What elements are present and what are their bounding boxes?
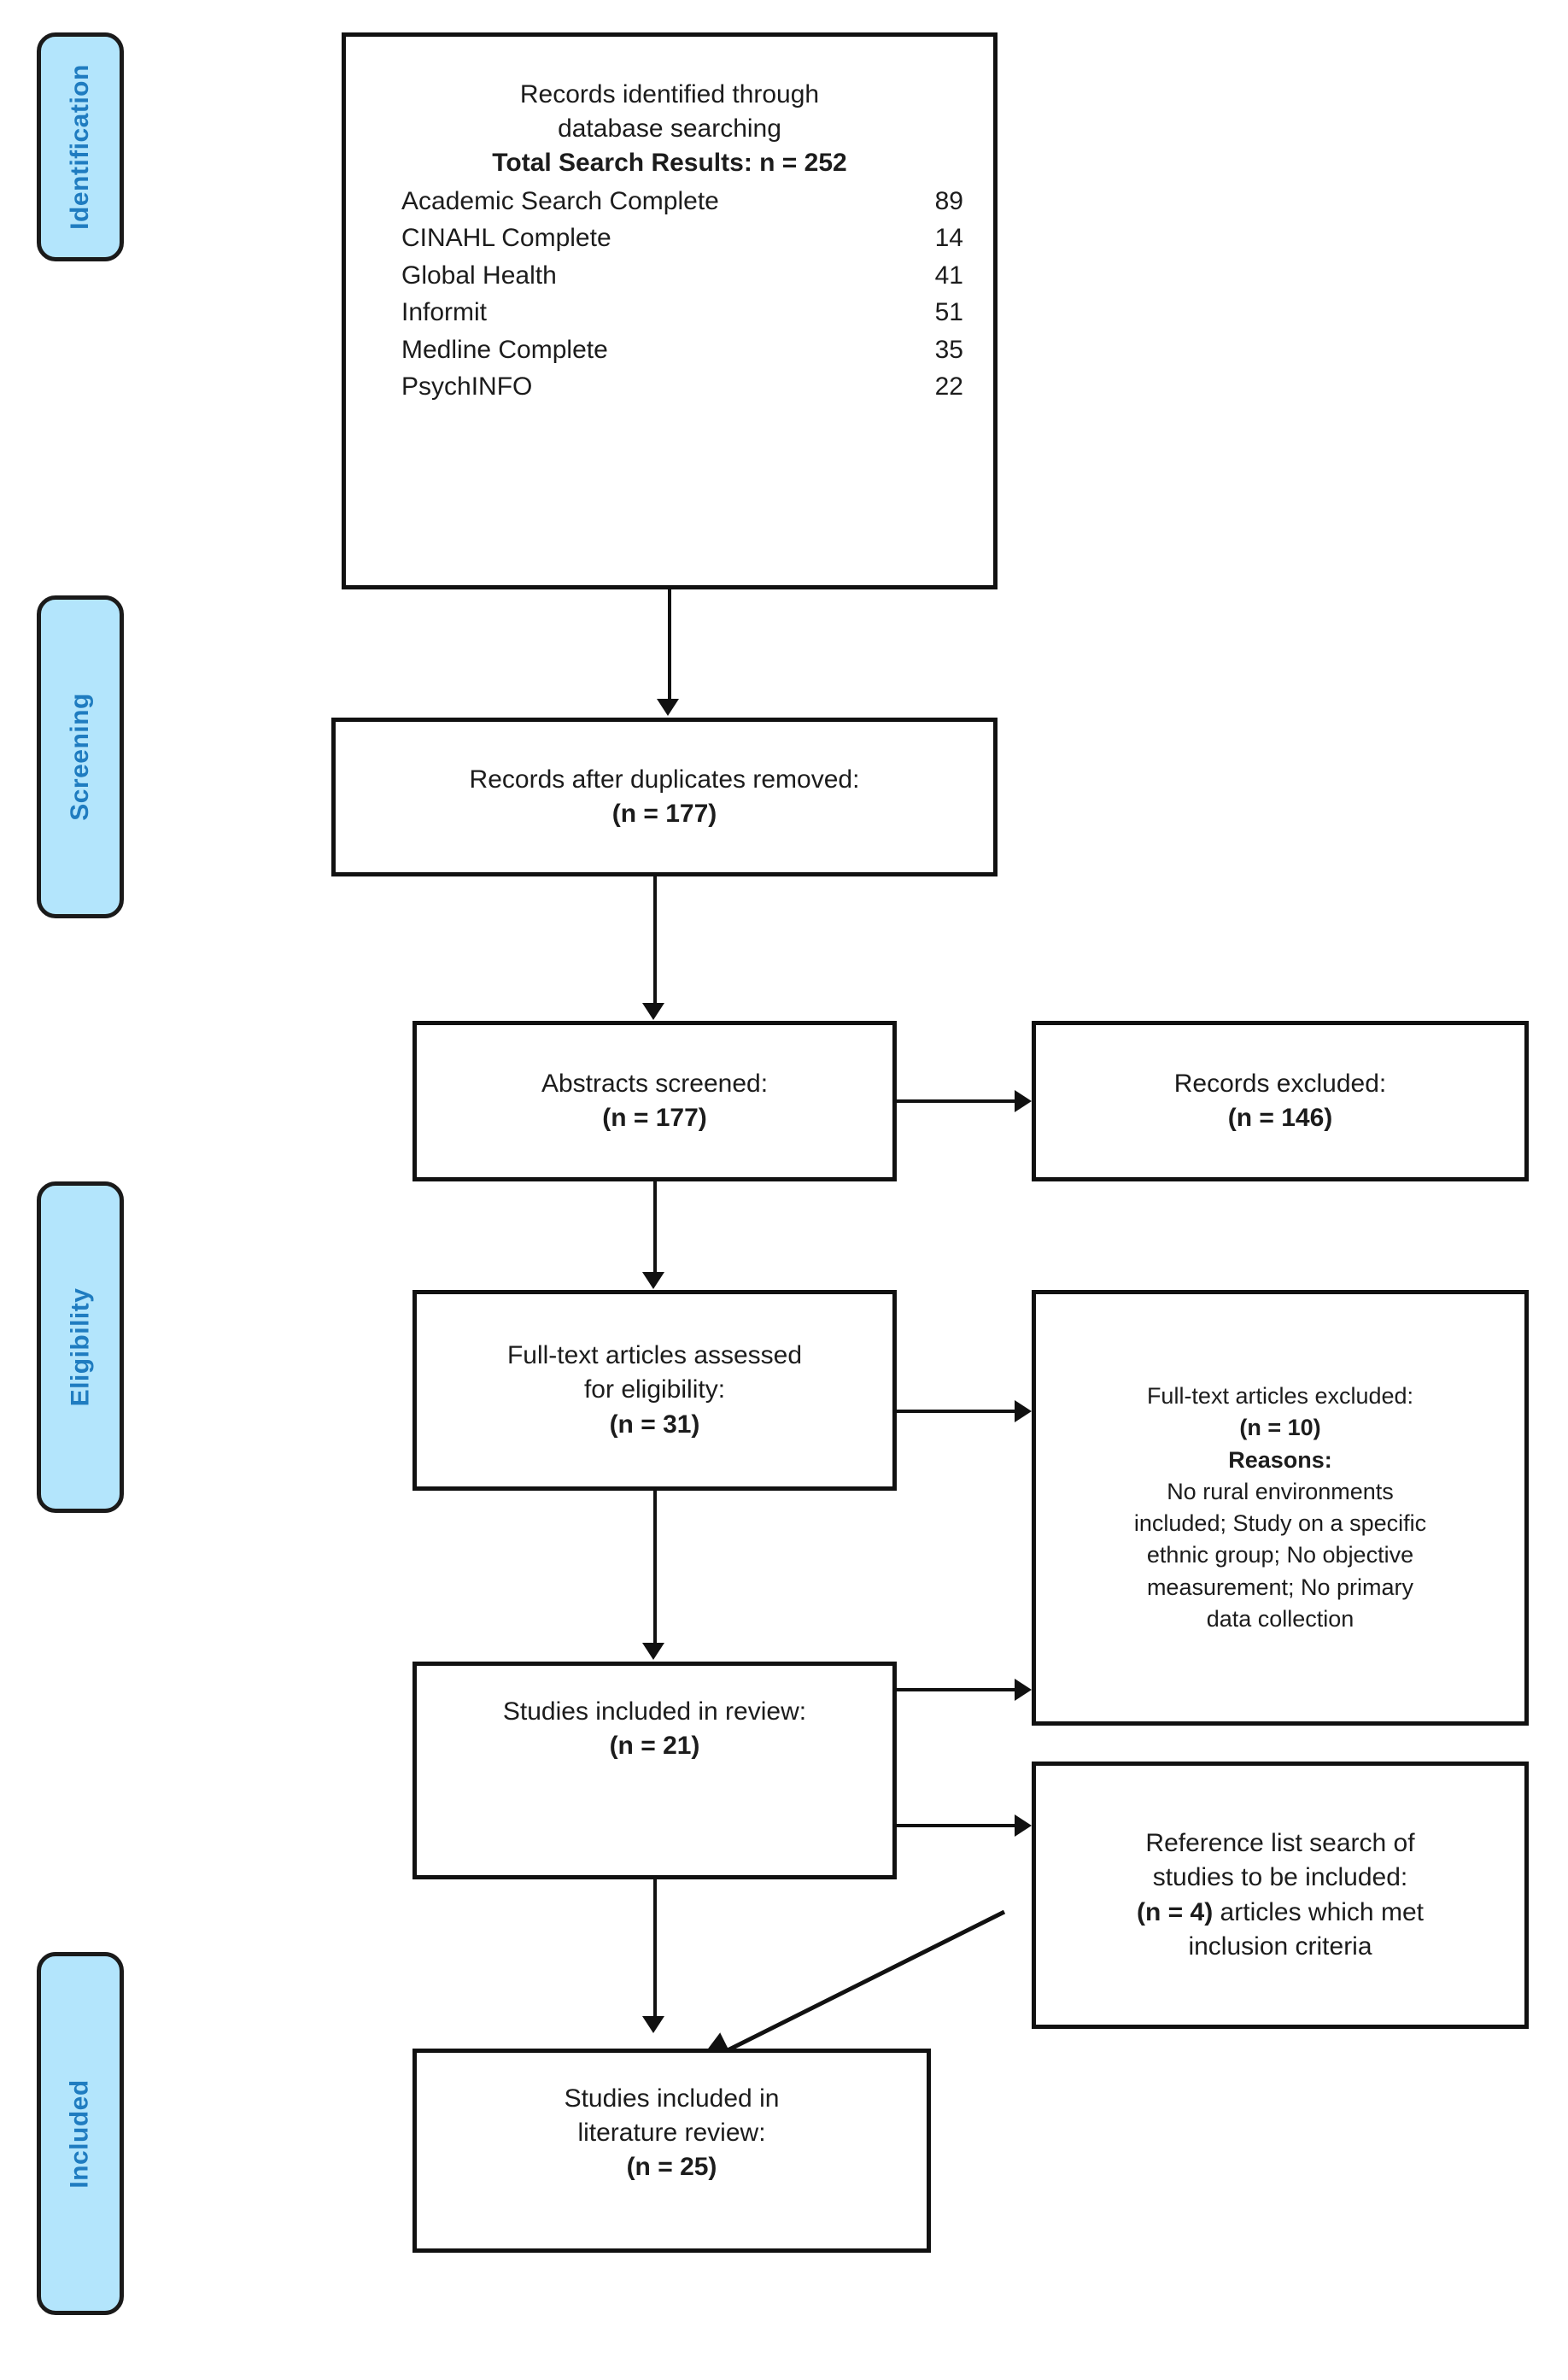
total-search-results: Total Search Results: n = 252 <box>492 149 847 178</box>
box-final-included: Studies included in literature review: (… <box>412 2049 931 2253</box>
duplicates-removed-count: (n = 177) <box>611 800 717 828</box>
box-fulltext-excluded: Full-text articles excluded: (n = 10) Re… <box>1032 1290 1529 1726</box>
records-identified-title-line-1: Records identified through <box>519 80 820 108</box>
records-excluded-line-1: Records excluded: <box>1173 1069 1387 1098</box>
arrow-studies-review-to-reference-search <box>1015 1814 1032 1837</box>
stage-tab-eligibility-label: Eligibility <box>66 1287 95 1407</box>
database-row: Global Health 41 <box>371 257 968 295</box>
box-reference-list-search: Reference list search of studies to be i… <box>1032 1762 1529 2029</box>
database-name: Academic Search Complete <box>401 186 719 215</box>
arrow-duplicates-to-abstracts <box>642 1003 664 1020</box>
database-name: PsychINFO <box>401 372 533 402</box>
connector-identification-to-duplicates <box>668 589 671 701</box>
fulltext-excluded-reason-line-3: ethnic group; No objective <box>1146 1542 1414 1568</box>
database-row: Medline Complete 35 <box>371 331 968 369</box>
box-studies-included-review: Studies included in review: (n = 21) <box>412 1662 897 1879</box>
connector-abstracts-to-excluded <box>897 1099 1016 1103</box>
database-name: Global Health <box>401 261 557 290</box>
database-name: CINAHL Complete <box>401 224 611 253</box>
abstracts-screened-count: (n = 177) <box>602 1104 707 1132</box>
database-row: PsychINFO 22 <box>371 368 968 406</box>
database-count: 22 <box>934 372 963 402</box>
connector-studies-review-to-final <box>653 1879 657 2018</box>
connector-studies-review-to-reference-search <box>897 1824 1016 1827</box>
arrow-fulltext-to-studies-review <box>642 1643 664 1660</box>
stage-tab-identification: Identification <box>37 32 124 261</box>
stage-tab-screening: Screening <box>37 595 124 918</box>
final-included-line-1: Studies included in <box>564 2084 780 2113</box>
connector-duplicates-to-abstracts <box>653 876 657 1005</box>
arrow-identification-to-duplicates <box>657 699 679 716</box>
box-fulltext-assessed: Full-text articles assessed for eligibil… <box>412 1290 897 1491</box>
reference-search-line-4: inclusion criteria <box>1188 1932 1372 1961</box>
reference-search-line-1: Reference list search of <box>1145 1829 1415 1858</box>
database-row: CINAHL Complete 14 <box>371 220 968 257</box>
box-duplicates-removed: Records after duplicates removed: (n = 1… <box>331 718 998 876</box>
studies-review-count: (n = 21) <box>609 1732 700 1761</box>
connector-abstracts-to-fulltext <box>653 1181 657 1274</box>
fulltext-excluded-reason-line-2: included; Study on a specific <box>1133 1510 1427 1536</box>
final-included-count: (n = 25) <box>626 2153 717 2182</box>
fulltext-assessed-line-1: Full-text articles assessed <box>506 1341 803 1370</box>
stage-tab-screening-label: Screening <box>66 693 94 821</box>
duplicates-removed-line-1: Records after duplicates removed: <box>469 765 860 794</box>
records-identified-title-line-2: database searching <box>558 114 781 144</box>
connector-reference-search-to-final <box>694 1909 1006 2067</box>
stage-tab-identification-label: Identification <box>66 64 95 230</box>
box-records-excluded: Records excluded: (n = 146) <box>1032 1021 1529 1181</box>
arrow-abstracts-to-fulltext <box>642 1272 664 1289</box>
arrow-studies-review-to-fulltext-excluded <box>1015 1679 1032 1701</box>
database-row: Academic Search Complete 89 <box>371 183 968 220</box>
reference-search-count: (n = 4) <box>1137 1897 1214 1926</box>
database-count: 35 <box>934 335 963 364</box>
records-excluded-count: (n = 146) <box>1227 1104 1333 1132</box>
database-count: 41 <box>934 261 963 290</box>
arrow-studies-review-to-final <box>642 2016 664 2033</box>
reference-search-line-3-rest: articles which met <box>1213 1897 1424 1926</box>
reference-search-line-3: (n = 4) articles which met <box>1137 1896 1424 1930</box>
fulltext-excluded-count: (n = 10) <box>1239 1415 1321 1441</box>
arrow-abstracts-to-excluded <box>1015 1090 1032 1112</box>
database-name: Medline Complete <box>401 335 608 364</box>
stage-tab-included-label: Included <box>66 2078 94 2189</box>
database-row: Informit 51 <box>371 294 968 331</box>
database-count: 14 <box>934 224 963 253</box>
connector-studies-review-to-fulltext-excluded <box>897 1688 1016 1691</box>
final-included-line-2: literature review: <box>577 2119 766 2148</box>
fulltext-excluded-reason-line-4: measurement; No primary <box>1146 1574 1414 1600</box>
arrow-fulltext-to-excluded <box>1015 1400 1032 1422</box>
fulltext-excluded-reason-line-5: data collection <box>1206 1605 1354 1632</box>
database-count: 89 <box>934 186 963 215</box>
connector-fulltext-to-studies-review <box>653 1491 657 1644</box>
fulltext-excluded-line-1: Full-text articles excluded: <box>1146 1383 1414 1409</box>
fulltext-assessed-count: (n = 31) <box>609 1410 700 1439</box>
fulltext-assessed-line-2: for eligibility: <box>583 1375 726 1404</box>
reference-search-line-2: studies to be included: <box>1152 1863 1408 1892</box>
box-records-identified: Records identified through database sear… <box>342 32 998 589</box>
stage-tab-included: Included <box>37 1952 124 2315</box>
fulltext-excluded-reasons-heading: Reasons: <box>1228 1446 1332 1473</box>
connector-fulltext-to-excluded <box>897 1410 1016 1413</box>
fulltext-excluded-reason-line-1: No rural environments <box>1167 1478 1394 1504</box>
database-count: 51 <box>934 298 963 327</box>
stage-tab-eligibility: Eligibility <box>37 1181 124 1513</box>
database-name: Informit <box>401 298 488 327</box>
abstracts-screened-line-1: Abstracts screened: <box>541 1069 769 1098</box>
box-abstracts-screened: Abstracts screened: (n = 177) <box>412 1021 897 1181</box>
database-counts-table: Academic Search Complete 89 CINAHL Compl… <box>371 183 968 406</box>
studies-review-line-1: Studies included in review: <box>502 1697 807 1726</box>
